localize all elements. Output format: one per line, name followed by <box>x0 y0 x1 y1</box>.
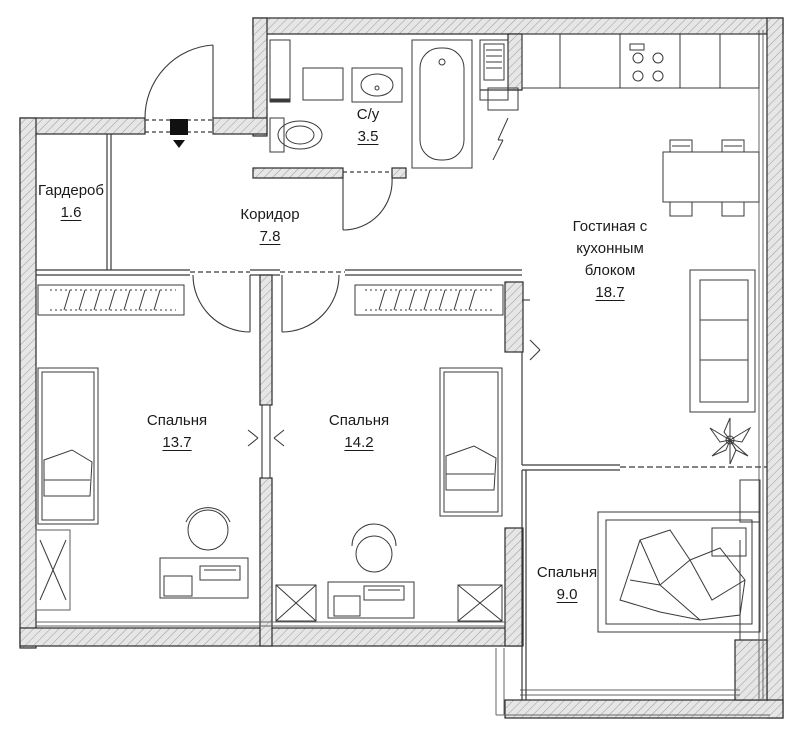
walls <box>19 17 784 719</box>
kitchen-counter <box>521 33 760 89</box>
room-name: Гардероб <box>38 182 104 199</box>
bathroom-fixtures <box>269 39 519 169</box>
room-name: С/у <box>356 106 380 123</box>
room-name-line-2: кухонным <box>576 240 644 257</box>
room-area: 9.0 <box>556 586 578 603</box>
dining-table <box>662 139 760 217</box>
room-label-corridor: Коридор 7.8 <box>222 204 318 248</box>
bedroom2-furniture <box>275 284 504 622</box>
room-label-bedroom-1: Спальня 13.7 <box>134 410 220 454</box>
room-area: 7.8 <box>259 228 281 245</box>
room-area: 3.5 <box>357 128 379 145</box>
room-area: 1.6 <box>60 204 82 221</box>
room-label-bathroom: С/у 3.5 <box>340 104 396 148</box>
bedroom3-furniture <box>597 479 761 640</box>
partitions <box>36 89 767 700</box>
room-label-bedroom-3: Спальня 9.0 <box>524 562 610 606</box>
room-name: Спальня <box>536 564 598 581</box>
room-area: 18.7 <box>595 284 625 301</box>
plant-icon <box>709 417 752 465</box>
room-label-bedroom-2: Спальня 14.2 <box>316 410 402 454</box>
room-label-living: Гостиная с кухонным блоком 18.7 <box>552 216 668 304</box>
room-name: Коридор <box>240 206 300 223</box>
sofa <box>689 269 756 413</box>
windows <box>36 30 770 716</box>
entry-marker-icon <box>170 119 188 148</box>
room-area: 13.7 <box>162 434 192 451</box>
doors <box>144 44 541 479</box>
room-name-line-3: блоком <box>584 262 636 279</box>
room-area: 14.2 <box>344 434 374 451</box>
room-name: Спальня <box>328 412 390 429</box>
room-name-line-1: Гостиная с <box>572 218 648 235</box>
room-label-wardrobe: Гардероб 1.6 <box>34 180 108 224</box>
bedroom1-furniture <box>37 284 249 601</box>
room-name: Спальня <box>146 412 208 429</box>
